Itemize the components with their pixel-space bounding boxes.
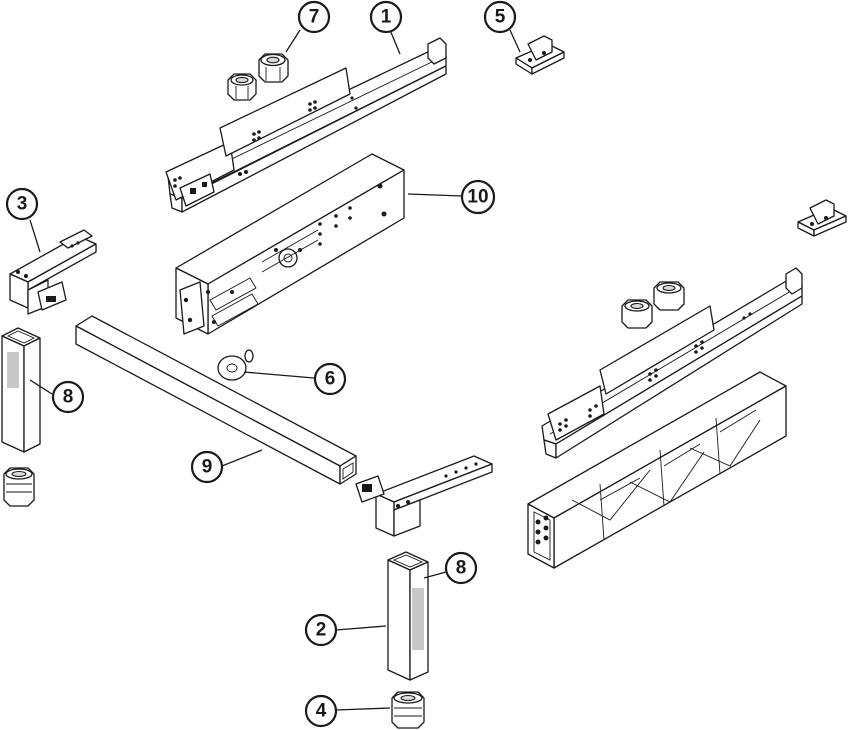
callout-8-center: 8 [444, 551, 478, 585]
mounting-bracket [175, 153, 405, 335]
svg-text:3: 3 [17, 194, 28, 215]
callout-4: 4 [304, 694, 338, 728]
leg-tube-center [387, 551, 429, 681]
svg-text:5: 5 [495, 7, 506, 28]
cable-tray-right [527, 371, 787, 569]
bushing-b [258, 53, 289, 83]
bushing-pair-top [227, 53, 289, 101]
svg-text:10: 10 [467, 187, 488, 208]
callout-1: 1 [369, 0, 403, 34]
callout-10: 10 [460, 179, 496, 215]
drawer-runner-top [165, 37, 447, 213]
bracket-holes [183, 183, 387, 324]
bushing-d [653, 281, 685, 311]
callout-5: 5 [483, 0, 517, 34]
leveller-foot-left [3, 467, 35, 507]
leveller-foot-center [391, 691, 425, 729]
leg-tube-left [1, 327, 41, 453]
svg-text:6: 6 [325, 369, 336, 390]
callout-9: 9 [190, 450, 224, 484]
bushing-pair-right [621, 281, 685, 329]
svg-text:1: 1 [381, 7, 392, 28]
corner-connector-center [355, 455, 493, 537]
corner-connector-left [9, 229, 97, 315]
svg-text:9: 9 [202, 457, 213, 478]
callout-6: 6 [313, 362, 347, 396]
callout-2: 2 [304, 613, 338, 647]
svg-text:7: 7 [309, 7, 320, 28]
drawer-runner-right [541, 267, 803, 459]
svg-text:4: 4 [316, 701, 327, 722]
washer-and-ring [217, 349, 254, 381]
svg-text:8: 8 [456, 558, 467, 579]
connecting-beam [75, 315, 357, 485]
callout-8-left: 8 [51, 380, 85, 414]
svg-text:8: 8 [63, 387, 74, 408]
callout-7: 7 [297, 0, 331, 34]
bushing-a [227, 73, 257, 101]
runner-top-holes [173, 96, 358, 188]
front-clip-top [515, 35, 565, 75]
front-clip-right [797, 199, 847, 237]
leader-lines [29, 29, 521, 711]
bushing-c [621, 299, 653, 329]
svg-text:2: 2 [316, 620, 327, 641]
callout-3: 3 [5, 187, 39, 221]
